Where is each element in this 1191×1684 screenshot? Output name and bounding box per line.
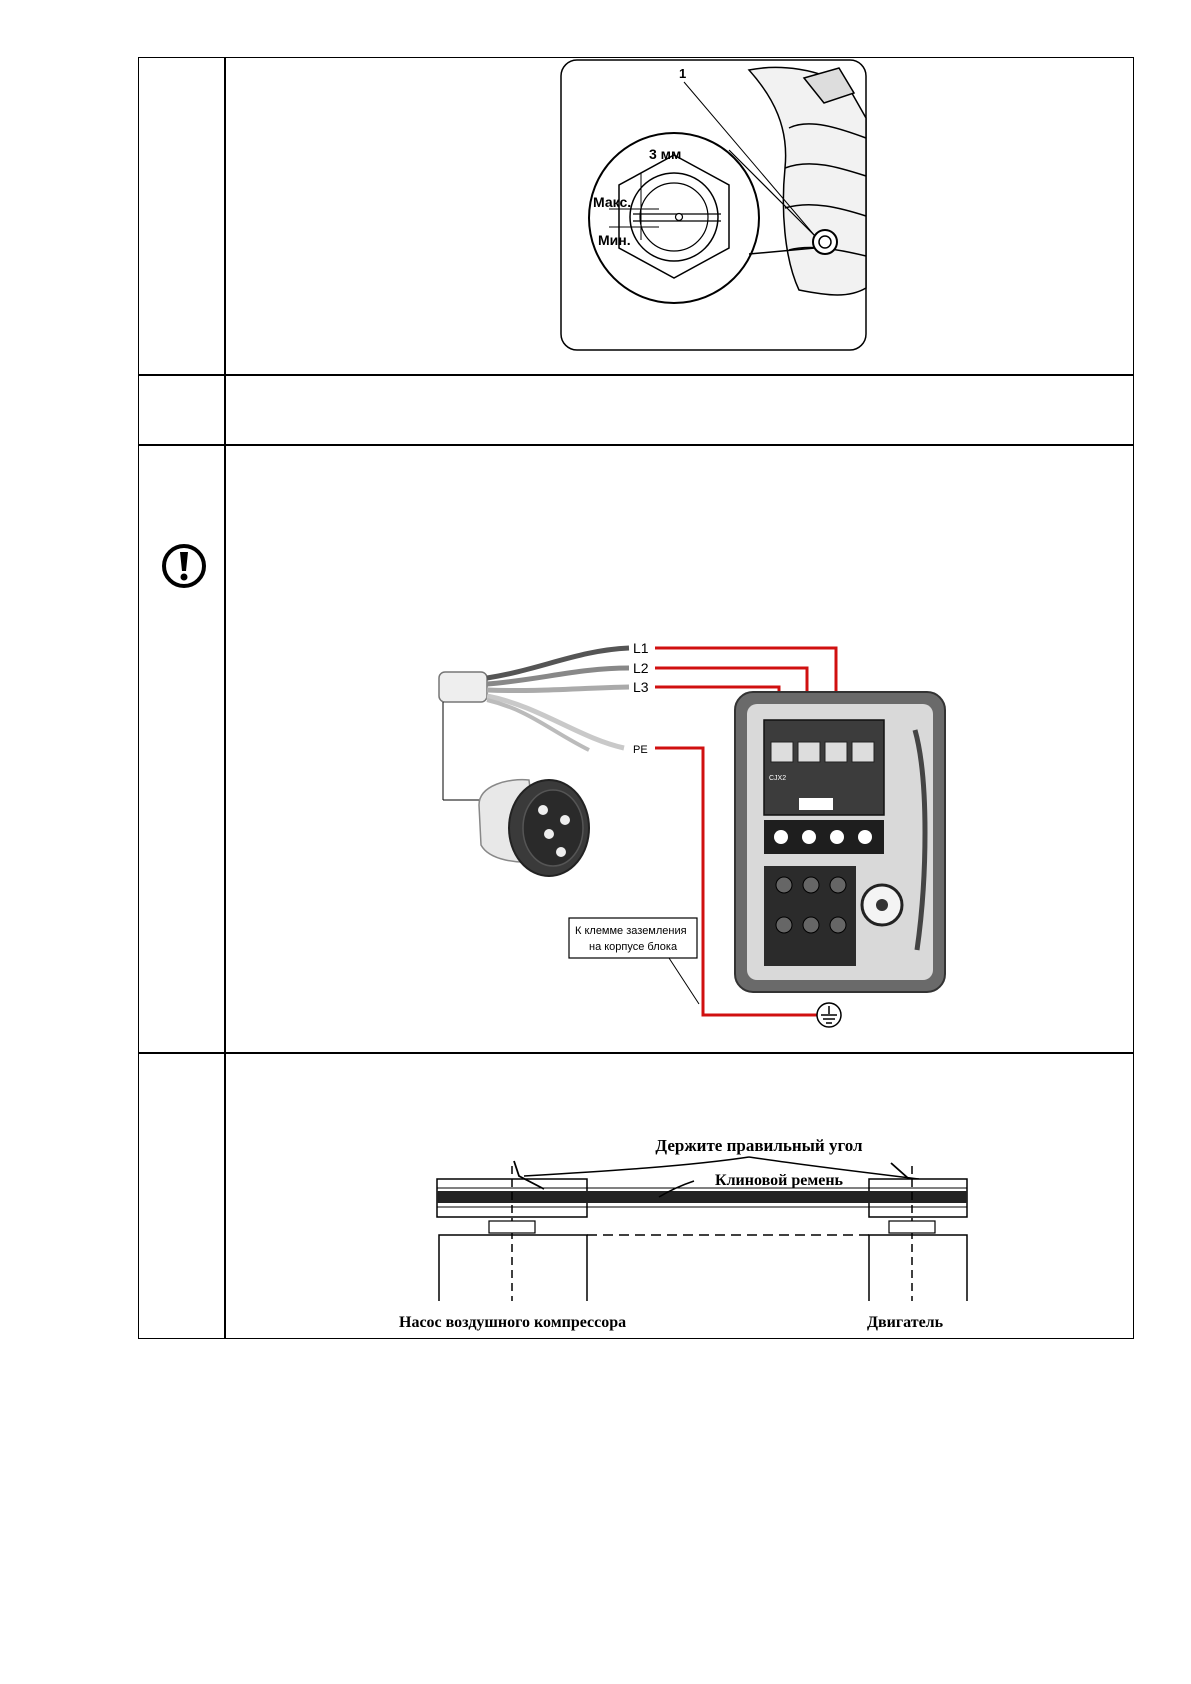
instruction-table: 3 мм Макс. Мин. 1 L1 L2 L3 [138,57,1134,1339]
max-level-label: Макс. [593,194,631,210]
belt-label: Клиновой ремень [715,1172,844,1189]
wire-label-l1: L1 [633,640,649,656]
ground-note-line1: К клемме заземления [575,925,687,937]
table-row: L1 L2 L3 PE [138,444,1134,1054]
min-level-label: Мин. [598,232,631,248]
wire-label-l2: L2 [633,660,649,676]
column-divider [224,375,226,445]
wire-label-l3: L3 [633,679,649,695]
ground-note-line2: на корпусе блока [589,941,678,953]
table-row: 3 мм Макс. Мин. 1 [138,57,1134,376]
column-divider [224,58,226,375]
column-divider [224,445,226,1053]
wiring-figure: L1 L2 L3 PE [438,640,946,1028]
exclamation-circle-icon [162,544,206,588]
wire-label-pe: PE [633,744,648,756]
motor-label: Двигатель [867,1314,944,1331]
table-row [138,374,1134,446]
pump-label: Насос воздушного компрессора [399,1314,626,1331]
column-divider [224,1053,226,1338]
oil-level-figure: 3 мм Макс. Мин. 1 [560,59,867,351]
belt-alignment-figure: Держите правильный угол Клиновой ремень … [399,1136,968,1331]
callout-number: 1 [679,66,686,81]
contactor-mark: CJX2 [769,775,786,782]
gap-dimension-label: 3 мм [649,146,681,162]
angle-label: Держите правильный угол [655,1136,863,1155]
ground-symbol-icon [816,1002,842,1028]
table-row: Держите правильный угол Клиновой ремень … [138,1052,1134,1339]
